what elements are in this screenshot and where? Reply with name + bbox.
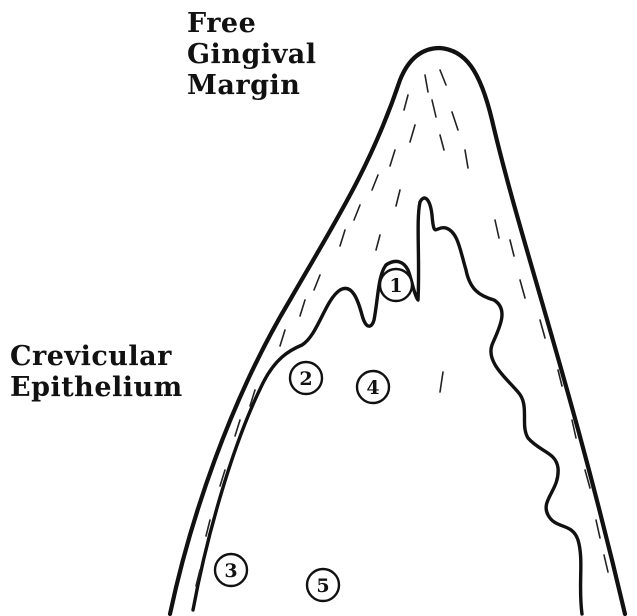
marker-2-number: 2	[299, 368, 312, 390]
marker-5-number: 5	[316, 575, 329, 597]
marker-2: 2	[290, 362, 322, 394]
marker-1: 1	[380, 269, 412, 301]
marker-5: 5	[307, 569, 339, 601]
marker-3-number: 3	[224, 560, 237, 582]
marker-4: 4	[357, 371, 389, 403]
marker-4-number: 4	[366, 377, 379, 399]
marker-3: 3	[215, 554, 247, 586]
marker-1-number: 1	[389, 275, 402, 297]
rete-peg-line	[386, 198, 582, 614]
gingiva-outline	[170, 48, 625, 614]
